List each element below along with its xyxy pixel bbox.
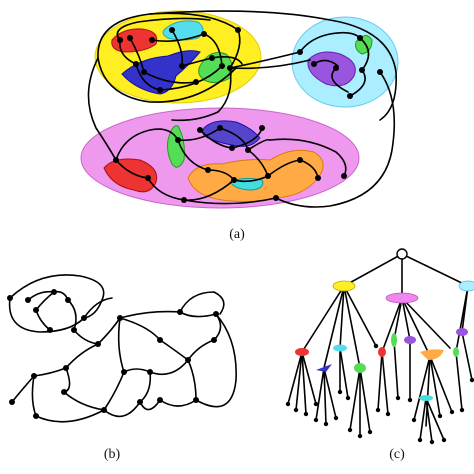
subcluster-blue-bottom [202,120,261,147]
caption-a: (a) [229,227,245,242]
panel-b-edges [8,274,237,423]
tree-node-green-3 [453,347,459,357]
panel-c-cluster-nodes [295,248,474,401]
tree-node-purple-1 [404,336,416,344]
tree-node-purple-2 [456,328,468,336]
panel-c-cluster-tree: (c) [285,248,474,462]
panel-c-leaves [285,343,474,445]
tree-node-teal-1 [333,344,347,352]
subcluster-cyan-top [162,20,204,41]
panel-c-edges [287,253,473,443]
subcluster-red-bottom [103,158,158,193]
tree-node-green-2 [391,333,397,347]
panel-b-nodes [7,289,219,419]
caption-c: (c) [389,447,405,462]
tree-node-orange [420,349,444,360]
tree-node-green-1 [354,363,366,373]
tree-node-red-2 [378,347,386,357]
subcluster-green-bottom [167,125,185,168]
subcluster-red-top [111,28,158,53]
tree-root [396,248,408,260]
tree-node-pink [385,292,419,304]
tree-node-cyan [458,280,474,292]
panel-b-plain-graph: (b) [7,274,237,462]
tree-node-teal-2 [419,395,433,401]
tree-node-red-1 [295,348,309,356]
caption-b: (b) [104,447,121,462]
panel-a-clustered-graph: (a) [80,10,399,242]
tree-node-yellow [332,280,356,292]
panel-a-nodes [113,27,383,203]
tree-node-blue [316,364,332,372]
